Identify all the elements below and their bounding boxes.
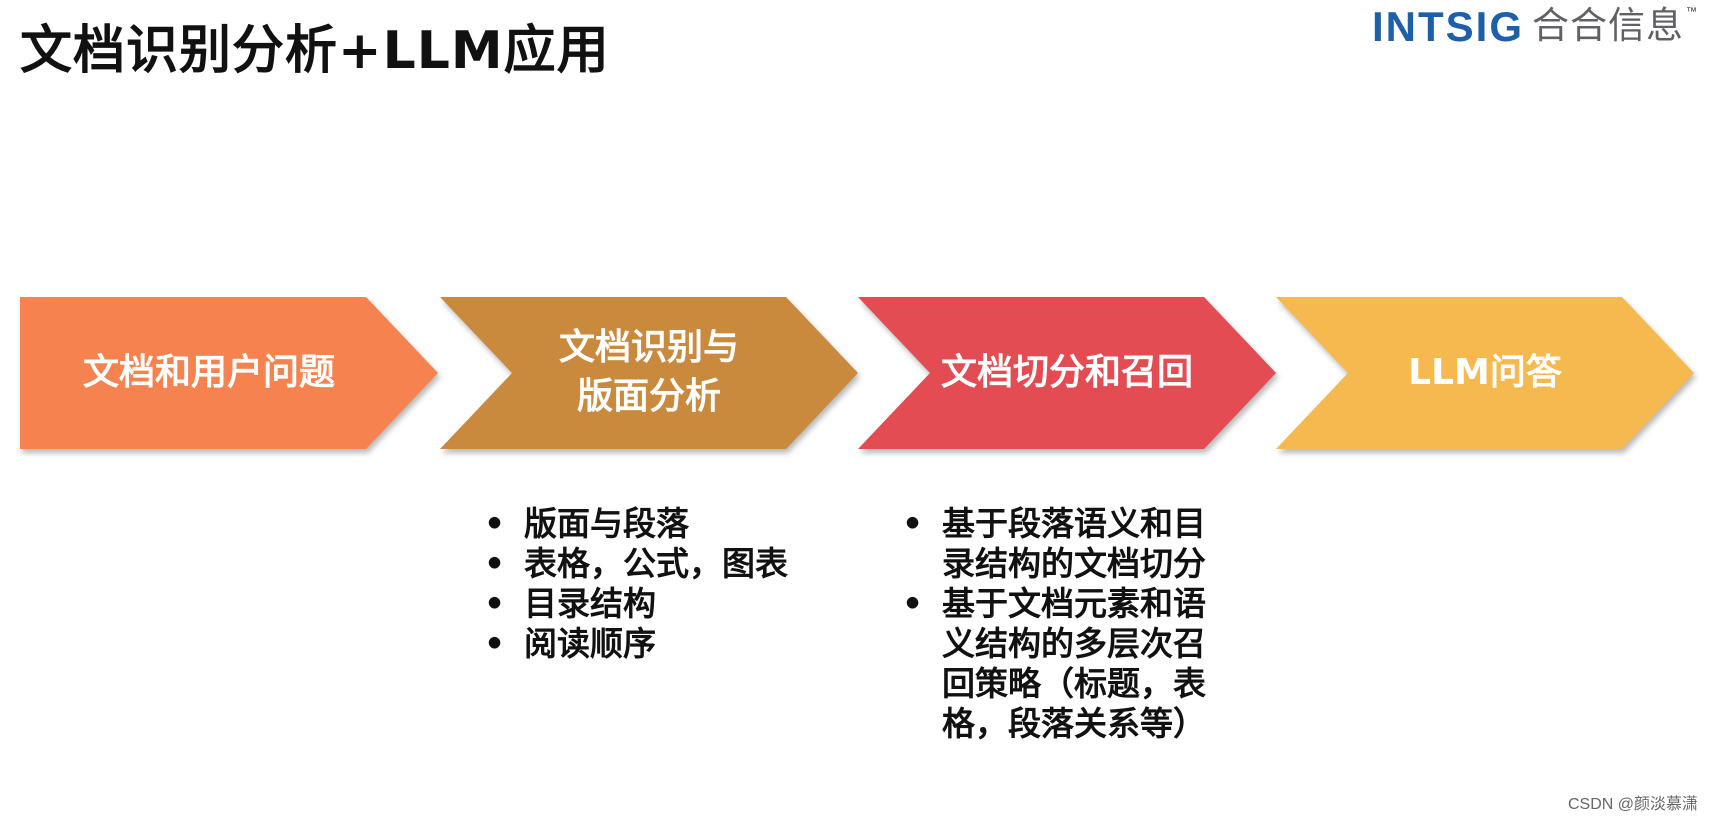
bullet-text: 基于文档元素和语 义结构的多层次召 回策略（标题，表 格，段落关系等） [942, 584, 1206, 743]
step-label: 文档识别与 版面分析 [558, 327, 739, 417]
chevron-step-llm-qa: LLM问答 [1276, 297, 1694, 449]
chevron-step-document-split-recall: 文档切分和召回 [858, 297, 1276, 449]
step-label: 文档和用户问题 [82, 351, 335, 393]
bullet-item: • 基于文档元素和语 义结构的多层次召 回策略（标题，表 格，段落关系等） [898, 584, 1206, 744]
chevron-shape [1276, 297, 1694, 449]
chevron-fill [440, 297, 858, 449]
bullet-text: 阅读顺序 [524, 624, 656, 663]
bullet-item: • 表格，公式，图表 [480, 544, 788, 584]
logo-trademark: ™ [1686, 6, 1698, 18]
chevron-fill [20, 297, 438, 449]
step-label: LLM问答 [1408, 351, 1562, 393]
bullet-dot-icon: • [484, 584, 506, 623]
page-title: 文档识别分析+LLM应用 [20, 21, 610, 81]
step-label: 文档切分和召回 [940, 351, 1193, 393]
chevron-fill [858, 297, 1276, 449]
chevron-step-document-user-question: 文档和用户问题 [20, 297, 438, 449]
bullet-list-document-split-recall: • 基于段落语义和目 录结构的文档切分 • 基于文档元素和语 义结构的多层次召 回策略… [898, 504, 1206, 744]
logo-brand: INTSIG [1372, 3, 1525, 50]
watermark: CSDN @颜淡慕潇 [1567, 796, 1698, 813]
bullet-list-document-recognition-layout: • 版面与段落 • 表格，公式，图表 • 目录结构 • 阅读顺序 [480, 504, 788, 664]
bullet-item: • 目录结构 [480, 584, 788, 624]
bullet-item: • 版面与段落 [480, 504, 788, 544]
bullet-dot-icon: • [902, 584, 924, 623]
bullet-item: • 阅读顺序 [480, 624, 788, 664]
chevron-shape [440, 297, 858, 449]
chevron-shape [20, 297, 438, 449]
bullet-item: • 基于段落语义和目 录结构的文档切分 [898, 504, 1206, 584]
chevron-fill [1276, 297, 1694, 449]
bullet-dot-icon: • [484, 504, 506, 543]
chevron-step-document-recognition-layout: 文档识别与 版面分析 [440, 297, 858, 449]
bullet-text: 表格，公式，图表 [524, 544, 788, 583]
bullet-text: 版面与段落 [524, 504, 689, 543]
chevron-shape [858, 297, 1276, 449]
bullet-text: 基于段落语义和目 录结构的文档切分 [942, 504, 1206, 583]
bullet-dot-icon: • [484, 624, 506, 663]
bullet-dot-icon: • [902, 504, 924, 543]
bullet-text: 目录结构 [524, 584, 656, 623]
logo-chinese-name: 合合信息 [1532, 4, 1685, 47]
intsig-logo: INTSIG 合合信息 ™ [1372, 3, 1698, 50]
bullet-dot-icon: • [484, 544, 506, 583]
